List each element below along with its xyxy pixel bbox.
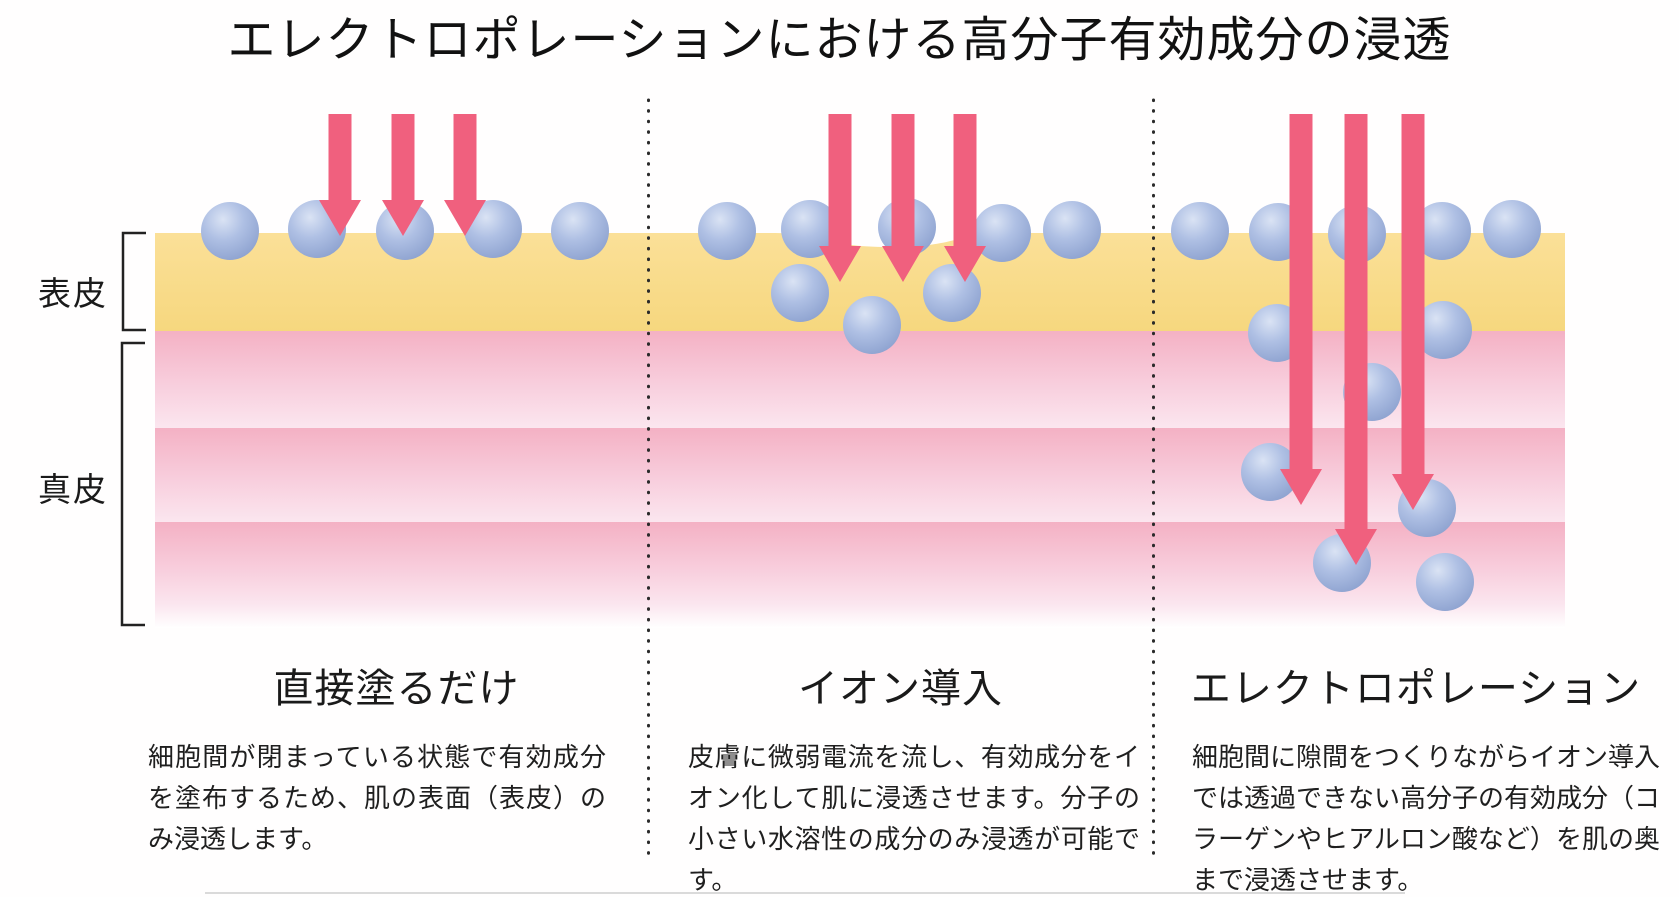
panel-body-iontophoresis: 皮膚に微弱電流を流し、有効成分をイオン化して肌に浸透させます。分子の小さい水溶性… xyxy=(688,742,1140,895)
molecule-sphere-icon xyxy=(551,202,609,260)
molecule-sphere-icon xyxy=(973,204,1031,262)
panel-heading-iontophoresis: イオン導入 xyxy=(798,667,1003,711)
molecule-sphere-icon xyxy=(781,200,839,258)
penetration-arrow-icon xyxy=(444,114,486,236)
panel-heading-electroporation: エレクトロポレーション xyxy=(1190,667,1642,711)
molecule-sphere-icon xyxy=(843,296,901,354)
penetration-arrow-icon xyxy=(819,114,861,282)
layer-bracket xyxy=(121,231,146,332)
penetration-arrow-icon xyxy=(382,114,424,236)
molecule-sphere-icon xyxy=(1241,443,1299,501)
molecule-sphere-icon xyxy=(1483,200,1541,258)
penetration-arrow-icon xyxy=(1392,114,1434,510)
panel-heading-direct-application: 直接塗るだけ xyxy=(273,667,520,711)
molecule-sphere-icon xyxy=(771,264,829,322)
penetration-arrow-icon xyxy=(944,114,986,282)
molecule-sphere-icon xyxy=(1171,202,1229,260)
direct-application-arrows xyxy=(319,114,486,236)
molecule-sphere-icon xyxy=(1413,202,1471,260)
layer-label-epidermis: 表皮 xyxy=(38,275,108,312)
molecule-sphere-icon xyxy=(1416,553,1474,611)
layer-bracket xyxy=(120,341,145,627)
page-title: エレクトロポレーションにおける高分子有効成分の浸透 xyxy=(227,14,1452,67)
molecule-sphere-icon xyxy=(1414,301,1472,359)
penetration-arrow-icon xyxy=(1280,114,1322,505)
iontophoresis-arrows xyxy=(819,114,986,282)
molecule-sphere-icon xyxy=(923,264,981,322)
molecule-sphere-icon xyxy=(1043,201,1101,259)
molecule-sphere-icon xyxy=(464,200,522,258)
molecule-sphere-icon xyxy=(201,202,259,260)
epidermis-layer xyxy=(155,233,1565,333)
electroporation-spheres xyxy=(1171,200,1541,611)
molecule-sphere-icon xyxy=(698,202,756,260)
layer-label-dermis: 真皮 xyxy=(38,471,108,508)
penetration-arrow-icon xyxy=(1335,114,1377,565)
penetration-arrow-icon xyxy=(882,114,924,282)
electroporation-arrows xyxy=(1280,114,1434,565)
panel-body-electroporation: 細胞間に隙間をつくりながらイオン導入では透過できない高分子の有効成分（コラーゲン… xyxy=(1192,742,1661,895)
dermis-band xyxy=(155,428,1565,522)
penetration-arrow-icon xyxy=(319,114,361,236)
panel-body-direct-application: 細胞間が閉まっている状態で有効成分を塗布するため、肌の表面（表皮）のみ浸透します… xyxy=(148,742,606,854)
